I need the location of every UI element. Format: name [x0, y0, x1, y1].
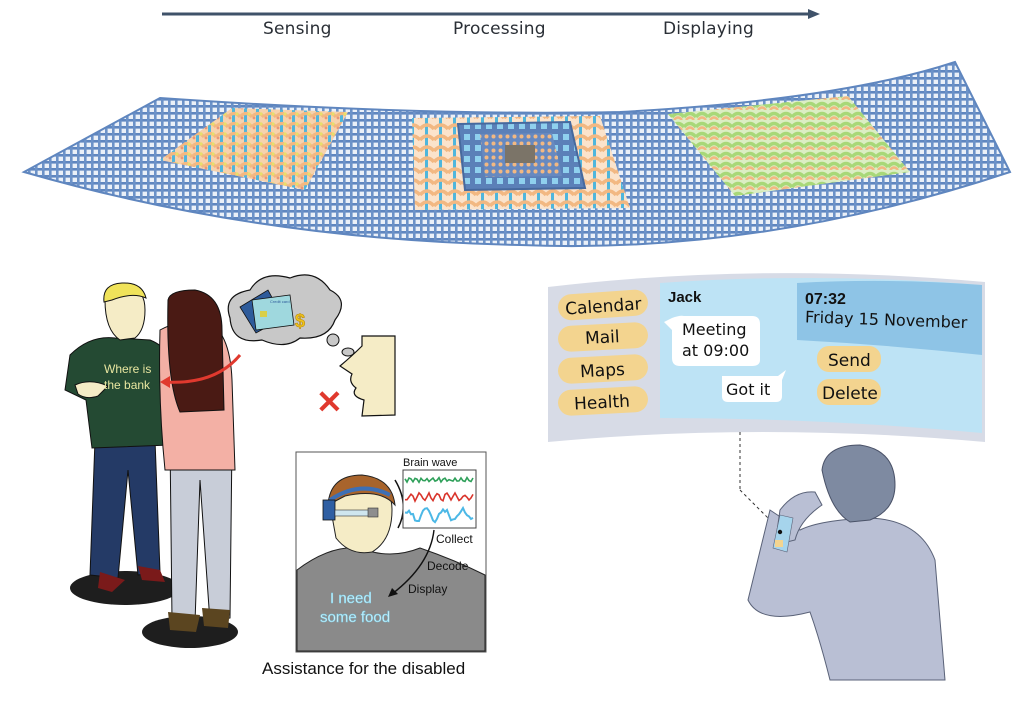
clock-area	[797, 280, 982, 355]
outgoing-message-bubble: Got it	[722, 370, 786, 402]
app-pill-calendar[interactable]: Calendar	[557, 289, 649, 321]
chat-contact-name: Jack	[668, 289, 702, 306]
delete-label: Delete	[822, 384, 878, 404]
send-label: Send	[828, 351, 871, 371]
brain-wave-line-red	[405, 490, 474, 504]
disabled-person-shirt	[296, 547, 486, 652]
arrow-head-icon	[808, 9, 820, 19]
eeg-headband	[328, 486, 391, 502]
sensing-weave-patch	[160, 108, 348, 190]
delete-button[interactable]: Delete	[817, 379, 881, 405]
credit-card-icon: Credit card	[239, 289, 295, 334]
textile-illustration	[21, 60, 1012, 248]
dollar-sign-icon: $	[295, 311, 305, 331]
focus-dot	[777, 529, 783, 535]
face-profile	[338, 335, 396, 417]
man-shirt-text-line1: Where is	[104, 362, 151, 376]
step-collect: Collect	[436, 532, 473, 546]
display-panel: Calendar Mail Maps Health Jack Meeting a…	[548, 273, 985, 442]
assistance-caption: Assistance for the disabled	[262, 659, 465, 678]
app-label: Health	[574, 392, 631, 415]
card-label: Credit card	[270, 299, 290, 304]
man-head	[821, 444, 896, 523]
incoming-message-bubble: Meeting at 09:00	[664, 315, 760, 366]
app-pill-mail[interactable]: Mail	[557, 322, 648, 353]
chip-die	[505, 145, 535, 163]
clock-time: 07:32	[805, 291, 846, 308]
stage-label-displaying: Displaying	[663, 19, 754, 39]
disabled-shirt-text-line1: I need	[330, 590, 372, 607]
incoming-message-line2: at 09:00	[682, 341, 749, 360]
send-button[interactable]: Send	[817, 346, 881, 372]
brain-wave-line-blue	[404, 505, 474, 524]
brain-wave-line-green	[404, 476, 474, 484]
man-hair	[103, 282, 147, 303]
man-hand	[74, 381, 109, 399]
step-decode: Decode	[427, 559, 469, 573]
shadow	[70, 571, 180, 605]
no-speech-cross-icon: ✕	[316, 384, 343, 420]
disabled-shirt-text-line2: some food	[320, 609, 390, 626]
timeline-arrow	[162, 9, 820, 19]
app-label: Mail	[585, 327, 621, 349]
brain-wave-title: Brain wave	[403, 457, 457, 469]
thought-dot	[326, 333, 340, 347]
app-pill-maps[interactable]: Maps	[557, 354, 648, 385]
thought-dot	[341, 347, 355, 357]
arrow-head-icon	[388, 588, 398, 597]
thought-to-shirt-arrow	[164, 354, 242, 384]
display-weave-patch	[668, 96, 910, 196]
incoming-message-line1: Meeting	[682, 320, 747, 339]
stage-label-processing: Processing	[453, 19, 546, 39]
stage-label-sensing: Sensing	[263, 19, 332, 39]
woman-hair	[167, 289, 225, 413]
scene-speech-illustration: Where is the bank Credit card $ ✕ Brain …	[64, 274, 487, 678]
scene-wrist-illustration	[739, 432, 946, 681]
app-pill-health[interactable]: Health	[557, 386, 648, 417]
app-label: Maps	[580, 360, 626, 382]
arrow-head-icon	[160, 376, 170, 388]
outgoing-message-text: Got it	[726, 380, 770, 399]
decode-arrow	[391, 529, 435, 595]
eeg-device	[322, 499, 336, 521]
step-display: Display	[408, 582, 447, 596]
man-shirt-text-line2: the bank	[104, 378, 151, 392]
